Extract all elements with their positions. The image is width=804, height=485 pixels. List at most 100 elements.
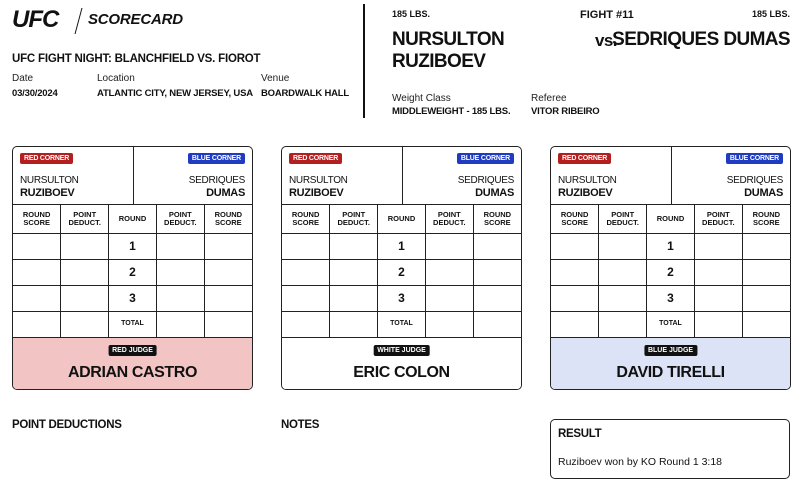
score-cell[interactable]: [60, 232, 110, 260]
score-cell[interactable]: [329, 284, 379, 312]
red-fighter-name: NURSULTON RUZIBOEV: [392, 29, 505, 73]
red-corner-first-name: NURSULTON: [289, 175, 348, 186]
round-number: 2: [377, 258, 426, 286]
judge-badge: BLUE JUDGE: [643, 345, 698, 356]
score-cell[interactable]: [424, 310, 474, 338]
red-corner-first-name: NURSULTON: [558, 175, 617, 186]
total-label: TOTAL: [108, 310, 157, 338]
score-cell[interactable]: [203, 232, 252, 260]
score-cell[interactable]: [424, 232, 474, 260]
score-cell[interactable]: [741, 258, 790, 286]
blue-fighter-weight: 185 LBS.: [751, 9, 790, 19]
referee-value: VITOR RIBEIRO: [531, 106, 600, 117]
round-number: 1: [646, 232, 695, 260]
venue-label: Venue: [261, 73, 290, 84]
blue-corner-first-name: SEDRIQUES: [726, 175, 784, 186]
score-cell[interactable]: [551, 232, 600, 260]
score-cell[interactable]: [598, 284, 648, 312]
score-cell[interactable]: [472, 232, 521, 260]
venue-value: BOARDWALK HALL: [261, 88, 349, 99]
red-corner-first-name: NURSULTON: [20, 175, 79, 186]
event-name: UFC FIGHT NIGHT: BLANCHFIELD VS. FIOROT: [12, 53, 261, 65]
score-cell[interactable]: [60, 284, 110, 312]
score-cell[interactable]: [472, 284, 521, 312]
score-cell[interactable]: [282, 258, 331, 286]
judge-card-white: RED CORNER BLUE CORNER NURSULTON RUZIBOE…: [281, 146, 522, 390]
score-cell[interactable]: [13, 284, 62, 312]
referee-label: Referee: [531, 93, 567, 104]
score-cell[interactable]: [598, 310, 648, 338]
score-cell[interactable]: [60, 258, 110, 286]
judge-card-blue: RED CORNER BLUE CORNER NURSULTON RUZIBOE…: [550, 146, 791, 390]
location-value: ATLANTIC CITY, NEW JERSEY, USA: [97, 88, 253, 99]
score-cell[interactable]: [329, 258, 379, 286]
score-cell[interactable]: [155, 310, 205, 338]
judge-panel: WHITE JUDGE ERIC COLON: [282, 337, 521, 389]
score-cell[interactable]: [60, 310, 110, 338]
score-cell[interactable]: [282, 284, 331, 312]
score-cell[interactable]: [282, 232, 331, 260]
judge-name: DAVID TIRELLI: [616, 364, 725, 381]
score-cell[interactable]: [598, 232, 648, 260]
score-cell[interactable]: [741, 310, 790, 338]
header-divider: [363, 4, 365, 118]
weight-class-label: Weight Class: [392, 93, 451, 104]
red-corner-fighter: NURSULTON RUZIBOEV: [20, 174, 79, 200]
score-cell[interactable]: [13, 232, 62, 260]
score-cell[interactable]: [155, 232, 205, 260]
score-cell[interactable]: [282, 310, 331, 338]
blue-corner-last-name: DUMAS: [206, 187, 245, 199]
score-cell[interactable]: [424, 258, 474, 286]
card-fighters: RED CORNER BLUE CORNER NURSULTON RUZIBOE…: [551, 147, 790, 205]
score-cell[interactable]: [693, 310, 743, 338]
score-cell[interactable]: [329, 232, 379, 260]
score-cell[interactable]: [598, 258, 648, 286]
score-cell[interactable]: [13, 258, 62, 286]
score-cell[interactable]: [155, 284, 205, 312]
blue-corner-badge: BLUE CORNER: [725, 153, 783, 164]
judge-badge: RED JUDGE: [108, 345, 157, 356]
score-cell[interactable]: [741, 232, 790, 260]
blue-corner-last-name: DUMAS: [744, 187, 783, 199]
vs-text: vs.: [595, 31, 617, 50]
location-label: Location: [97, 73, 135, 84]
score-cell[interactable]: [203, 258, 252, 286]
judge-badge: WHITE JUDGE: [373, 345, 430, 356]
score-cell[interactable]: [693, 258, 743, 286]
score-cell[interactable]: [472, 258, 521, 286]
score-cell[interactable]: [472, 310, 521, 338]
score-cell[interactable]: [13, 310, 62, 338]
score-cell[interactable]: [693, 232, 743, 260]
score-cell[interactable]: [551, 258, 600, 286]
total-label: TOTAL: [646, 310, 695, 338]
card-fighters: RED CORNER BLUE CORNER NURSULTON RUZIBOE…: [13, 147, 252, 205]
score-cell[interactable]: [693, 284, 743, 312]
ufc-logo: UFC SCORECARD: [12, 6, 187, 34]
score-cell[interactable]: [741, 284, 790, 312]
red-corner-fighter: NURSULTON RUZIBOEV: [289, 174, 348, 200]
score-cell[interactable]: [424, 284, 474, 312]
score-cell[interactable]: [155, 258, 205, 286]
score-cell[interactable]: [203, 310, 252, 338]
score-cell[interactable]: [329, 310, 379, 338]
red-corner-fighter: NURSULTON RUZIBOEV: [558, 174, 617, 200]
blue-corner-first-name: SEDRIQUES: [188, 175, 246, 186]
score-cell[interactable]: [203, 284, 252, 312]
blue-corner-last-name: DUMAS: [475, 187, 514, 199]
red-corner-badge: RED CORNER: [20, 153, 74, 164]
round-header: ROUND: [108, 205, 157, 234]
point-deductions-title: POINT DEDUCTIONS: [12, 419, 122, 431]
red-corner-last-name: RUZIBOEV: [558, 187, 613, 199]
score-cell[interactable]: [551, 284, 600, 312]
blue-corner-first-name: SEDRIQUES: [457, 175, 515, 186]
scorecard-title: SCORECARD: [88, 11, 183, 28]
score-cell[interactable]: [551, 310, 600, 338]
